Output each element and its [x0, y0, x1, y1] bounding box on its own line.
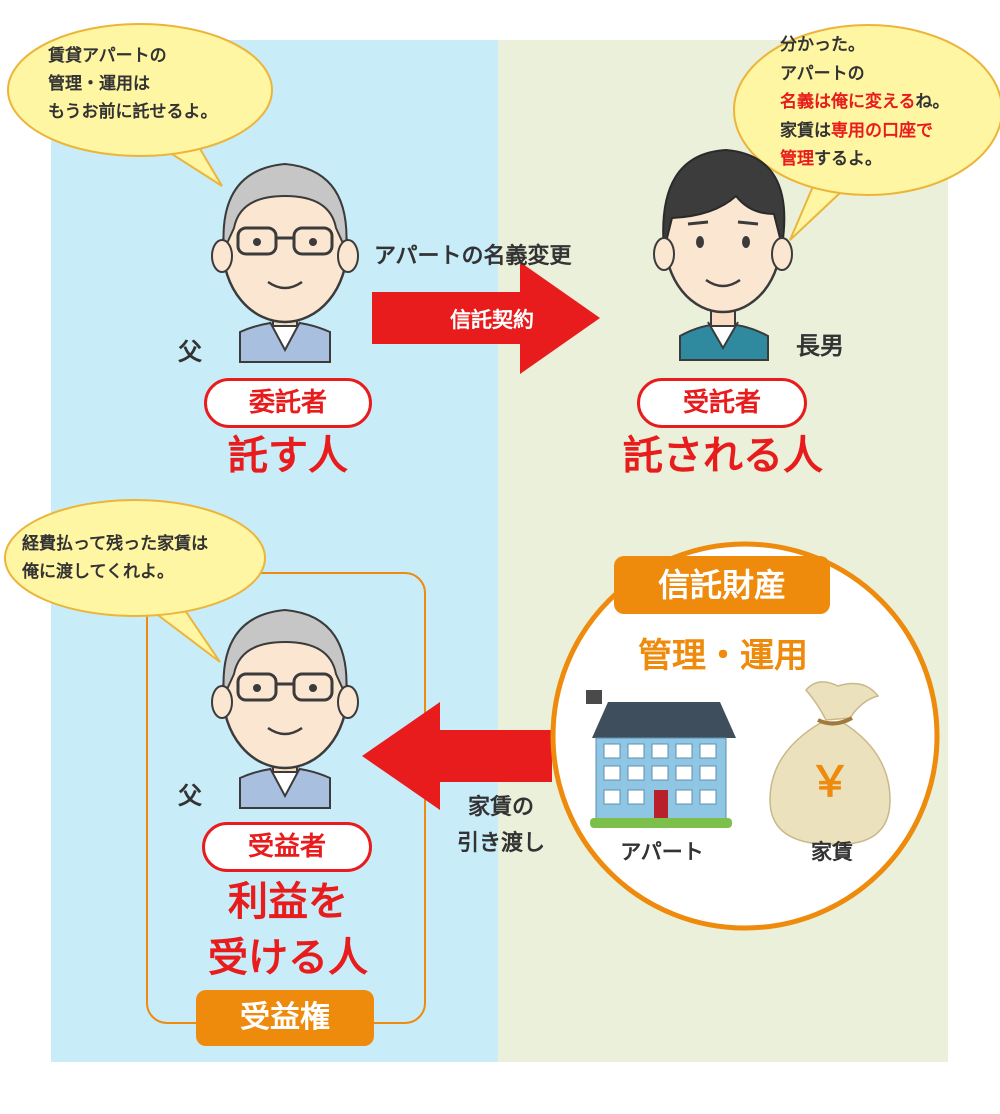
- beneficiary-description: 利益を 受ける人: [170, 874, 406, 986]
- son-speech: 分かった。 アパートの 名義は俺に変えるね。 家賃は専用の口座で 管理するよ。: [780, 31, 950, 174]
- beneficiary-speech-line: 経費払って残った家賃は: [22, 534, 209, 554]
- beneficial-right-bg: [196, 990, 374, 1046]
- trust-contract-label: 信託契約: [450, 308, 534, 332]
- trustee-description: 託される人: [623, 433, 823, 479]
- son-speech-text: 家賃は: [780, 120, 831, 141]
- father-label-bottom: 父: [178, 782, 202, 810]
- father-label-top: 父: [178, 338, 202, 366]
- apartment-label: アパート: [620, 840, 704, 864]
- son-figure: [653, 148, 793, 361]
- trust-property-title: 信託財産: [657, 566, 786, 604]
- speech-bubble-beneficiary: [4, 499, 266, 663]
- yen-symbol: ￥: [808, 757, 851, 806]
- rent-delivery-label: 家賃の 引き渡し: [446, 790, 556, 862]
- beneficiary-role-badge: 受益者: [202, 822, 372, 872]
- trustee-role-badge: 受託者: [637, 378, 807, 428]
- beneficial-right-label: 受益権: [240, 1000, 330, 1035]
- father-speech-line: 管理・運用は: [48, 74, 150, 94]
- son-speech-line: 家賃は専用の口座で: [780, 117, 950, 146]
- money-bag-icon: [769, 681, 891, 845]
- father-figure-bottom: [211, 608, 359, 809]
- rent-delivery-line: 引き渡し: [456, 831, 545, 856]
- son-speech-line: 管理するよ。: [780, 145, 950, 174]
- father-speech: 賃貸アパートの 管理・運用は もうお前に託せるよ。: [48, 42, 218, 126]
- name-transfer-label: アパートの名義変更: [374, 244, 572, 269]
- father-speech-line: 賃貸アパートの: [48, 46, 167, 66]
- beneficiary-speech: 経費払って残った家賃は 俺に渡してくれよ。: [22, 530, 208, 586]
- son-speech-text: ね。: [915, 92, 950, 112]
- father-figure-top: [211, 162, 359, 363]
- rent-label: 家賃: [811, 840, 853, 864]
- son-speech-line: アパートの: [780, 63, 865, 84]
- son-speech-emphasis: 名義は俺に変える: [780, 92, 916, 112]
- beneficiary-description-line: 受ける人: [208, 935, 368, 981]
- son-speech-emphasis: 管理: [780, 149, 814, 169]
- speech-bubble-son: [733, 24, 1000, 241]
- son-label: 長男: [796, 332, 844, 360]
- speech-bubble-father: [7, 23, 273, 187]
- settlor-role-badge: 委託者: [204, 378, 372, 428]
- rent-delivery-arrow: [362, 702, 552, 810]
- trust-property-subtitle: 管理・運用: [638, 636, 808, 676]
- beneficiary-description-line: 利益を: [228, 879, 348, 925]
- settlor-description: 託す人: [228, 433, 348, 479]
- apartment-icon: [586, 690, 736, 828]
- son-speech-line: 名義は俺に変えるね。: [780, 88, 950, 117]
- trust-property-title-bg: [614, 556, 830, 614]
- son-speech-emphasis: 専用の口座で: [831, 120, 933, 141]
- beneficiary-speech-line: 俺に渡してくれよ。: [22, 562, 174, 582]
- trust-contract-arrow: [372, 262, 600, 374]
- rent-delivery-line: 家賃の: [467, 795, 534, 820]
- son-speech-text: するよ。: [814, 149, 882, 169]
- father-speech-line: もうお前に託せるよ。: [48, 102, 218, 122]
- son-speech-line: 分かった。: [780, 35, 865, 55]
